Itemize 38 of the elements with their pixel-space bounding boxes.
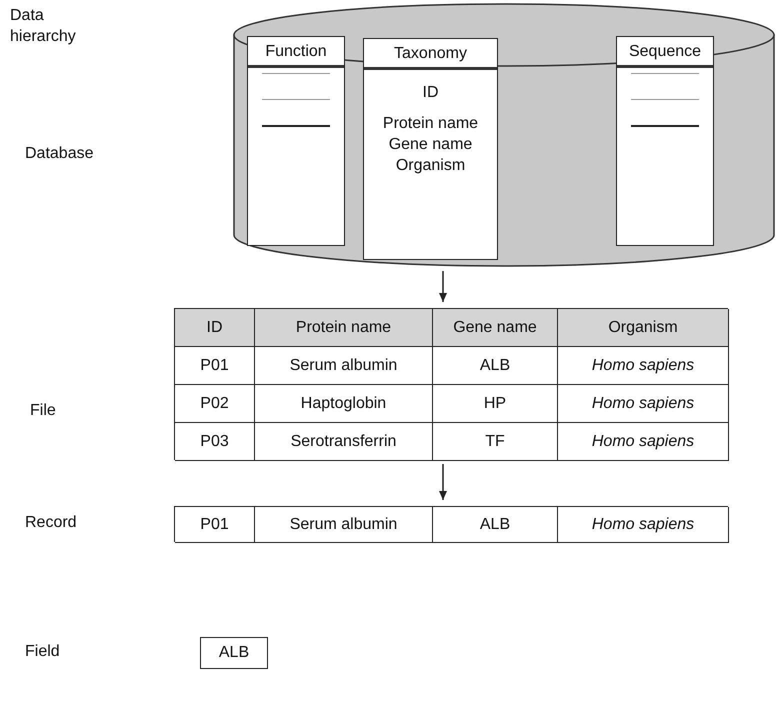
table-cell: ALB (433, 507, 558, 543)
table-cell: Homo sapiens (558, 507, 729, 543)
table-cell: Homo sapiens (558, 347, 729, 385)
table-cell: Serum albumin (255, 347, 433, 385)
field-name: ID (422, 83, 440, 103)
table-cell: HP (433, 385, 558, 423)
field-name: Gene name (388, 135, 474, 155)
column-header: Gene name (433, 309, 558, 347)
table-cell: TF (433, 423, 558, 461)
table-card (363, 38, 498, 260)
column-header: ID (175, 309, 255, 347)
field-name: Protein name (382, 114, 480, 134)
level-label: Database (25, 144, 94, 164)
table-card (616, 36, 714, 246)
table-card (247, 36, 345, 246)
level-label: Data hierarchy (10, 6, 77, 47)
table-cell: Serotransferrin (255, 423, 433, 461)
table-cell: Haptoglobin (255, 385, 433, 423)
table-cell: ALB (200, 637, 268, 669)
table-cell: ALB (433, 347, 558, 385)
level-label: File (30, 401, 57, 421)
column-header: Organism (558, 309, 729, 347)
table-cell: P01 (175, 347, 255, 385)
arrow (439, 464, 447, 500)
card-title: Taxonomy (364, 39, 497, 70)
table-cell: P01 (175, 507, 255, 543)
field-name: Organism (394, 156, 466, 176)
card-title: Function (248, 37, 344, 68)
arrow (439, 271, 447, 302)
level-label: Record (25, 513, 78, 533)
level-label: Field (25, 642, 61, 662)
table-cell: P03 (175, 423, 255, 461)
table-cell: Serum albumin (255, 507, 433, 543)
card-title: Sequence (617, 37, 713, 68)
column-header: Protein name (255, 309, 433, 347)
table-cell: Homo sapiens (558, 423, 729, 461)
table-cell: Homo sapiens (558, 385, 729, 423)
table-cell: P02 (175, 385, 255, 423)
